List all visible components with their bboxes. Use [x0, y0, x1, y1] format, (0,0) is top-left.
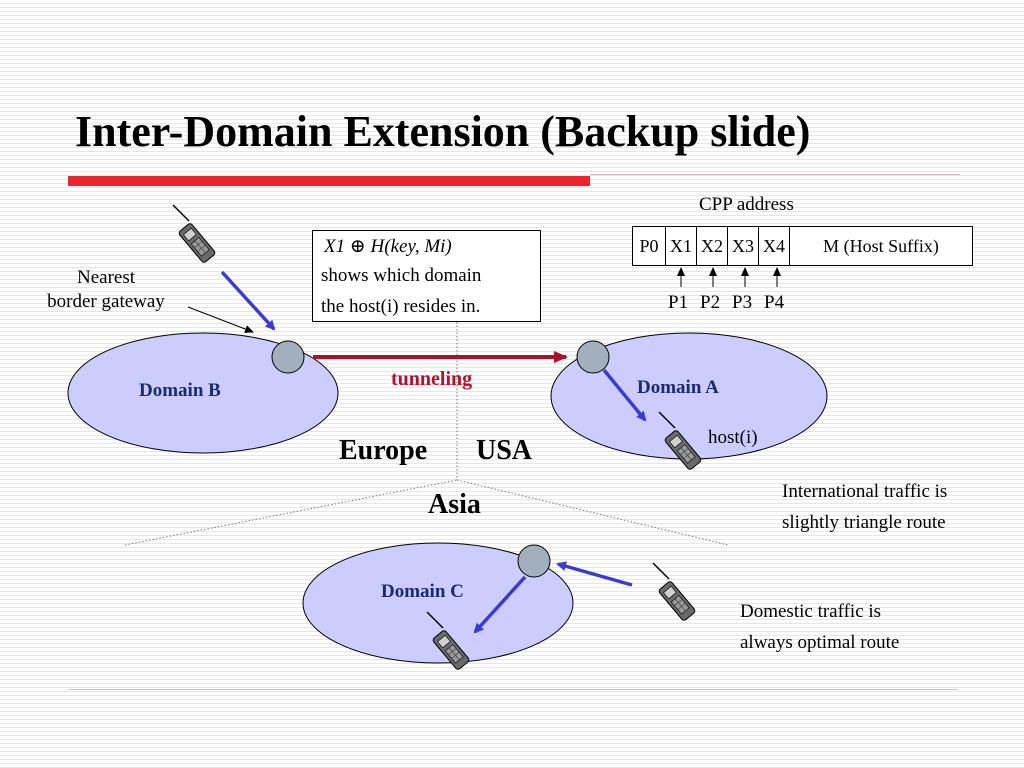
domain-b-label: Domain B — [139, 380, 221, 401]
domain-c-label: Domain C — [381, 581, 464, 602]
title-underline-gray — [590, 174, 960, 175]
domestic-traffic-note: Domestic traffic is always optimal route — [740, 596, 899, 658]
divider-right — [456, 479, 729, 546]
cpp-field-p0: P0 — [632, 226, 666, 266]
domestic-line2: always optimal route — [740, 632, 900, 653]
formula-desc-line2: the host(i) resides in. — [321, 296, 481, 317]
cpp-field-x3: X3 — [727, 226, 759, 266]
pointer-p4-label: P4 — [764, 292, 785, 313]
region-asia: Asia — [428, 489, 481, 520]
formula-description: shows which domain the host(i) resides i… — [321, 260, 481, 322]
gateway-c-node — [517, 544, 551, 578]
international-traffic-note: International traffic is slightly triang… — [782, 476, 947, 538]
region-usa: USA — [476, 435, 533, 466]
arrow-mobile-to-gateway-b — [220, 270, 276, 331]
footer-rule — [68, 689, 958, 690]
gateway-b-node — [271, 340, 305, 374]
mobile-phone-icon-europe — [172, 204, 217, 265]
arrow-mobile-to-gateway-c — [556, 561, 633, 587]
intl-line2: slightly triangle route — [782, 512, 946, 533]
cpp-field-x4: X4 — [758, 226, 790, 266]
nearest-line2: border gateway — [47, 290, 165, 312]
region-europe: Europe — [339, 435, 428, 466]
tunneling-label: tunneling — [391, 368, 473, 390]
pointer-p3-label: P3 — [732, 292, 753, 313]
cpp-field-x2: X2 — [696, 226, 728, 266]
formula-expression: X1 ⊕ H(key, Mi) — [324, 236, 452, 257]
pointer-p1-label: P1 — [668, 292, 689, 313]
divider-left — [124, 479, 458, 546]
cpp-field-x1: X1 — [665, 226, 697, 266]
arrow-gateway-a-to-host — [602, 368, 647, 422]
intl-line1: International traffic is — [782, 481, 948, 502]
nearest-gateway-label: Nearest border gateway — [26, 266, 186, 314]
formula-desc-line1: shows which domain — [321, 265, 482, 286]
domain-b-ellipse — [67, 332, 339, 454]
domain-a-label: Domain A — [637, 377, 719, 398]
nearest-gateway-pointer — [187, 306, 254, 333]
pointer-p2-label: P2 — [700, 292, 721, 313]
gateway-a-node — [576, 340, 610, 374]
mobile-phone-icon-asia-external — [652, 562, 697, 623]
domain-c-ellipse — [302, 542, 574, 664]
title-underline-red — [68, 176, 590, 186]
nearest-line1: Nearest — [76, 267, 136, 288]
domestic-line1: Domestic traffic is — [740, 601, 882, 622]
slide-title: Inter-Domain Extension (Backup slide) — [75, 107, 811, 156]
cpp-address-table: P0 X1 X2 X3 X4 M (Host Suffix) — [632, 226, 973, 266]
formula-box — [312, 230, 541, 322]
arrow-gateway-c-to-host — [473, 575, 527, 634]
cpp-heading: CPP address — [699, 194, 794, 215]
cpp-field-host-suffix: M (Host Suffix) — [789, 226, 973, 266]
host-label: host(i) — [708, 427, 758, 448]
